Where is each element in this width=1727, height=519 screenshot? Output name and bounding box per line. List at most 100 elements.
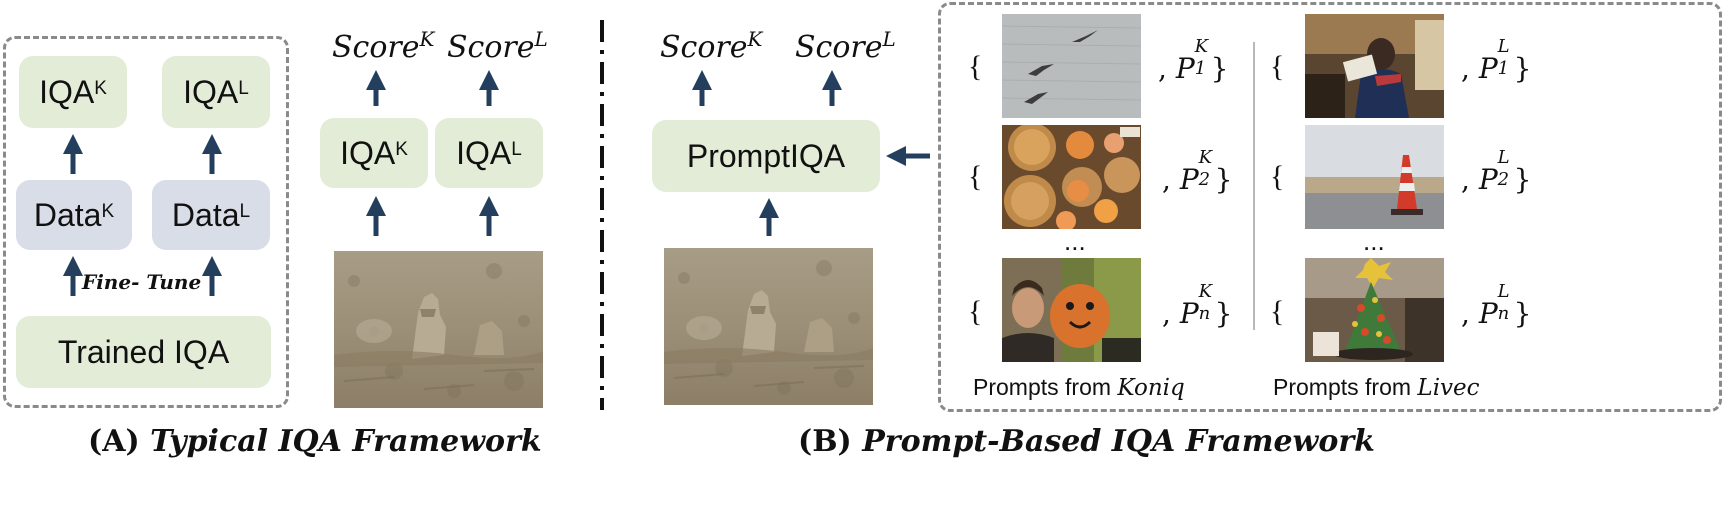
koniq-sub-1: 1 bbox=[1194, 58, 1207, 79]
sand-image-a bbox=[334, 251, 543, 408]
koniq-p-3: P bbox=[1179, 297, 1199, 330]
livec-caption: Prompts from Livec bbox=[1273, 374, 1480, 401]
koniq-close-2: } bbox=[1214, 163, 1233, 196]
koniq-comma-1: , bbox=[1158, 52, 1167, 85]
koniq-close-1: } bbox=[1210, 52, 1229, 85]
iqa-l-sup: L bbox=[238, 78, 249, 99]
livec-p-3: P bbox=[1478, 297, 1498, 330]
panel-separator bbox=[599, 20, 605, 410]
caption-b: (B) Prompt-Based IQA Framework bbox=[798, 424, 1375, 459]
livec-close-1: } bbox=[1513, 52, 1532, 85]
livec-image-tree bbox=[1305, 258, 1444, 362]
iqa-l-label: IQA bbox=[183, 73, 239, 110]
livec-sup-1: L bbox=[1497, 36, 1510, 57]
model-k-sup: K bbox=[395, 139, 408, 160]
koniq-image-toy bbox=[1002, 258, 1141, 362]
caption-b-prefix: (B) bbox=[798, 424, 852, 459]
data-l-sup: L bbox=[239, 201, 251, 222]
koniq-close-3: } bbox=[1214, 297, 1233, 330]
prompt-divider bbox=[1253, 42, 1255, 330]
promptiqa-box: PromptIQA bbox=[652, 120, 880, 192]
livec-image-cone bbox=[1305, 125, 1444, 229]
livec-caption-name: Livec bbox=[1417, 375, 1480, 401]
koniq-image-pumpkins bbox=[1002, 125, 1141, 229]
caption-a: (A) Typical IQA Framework bbox=[88, 424, 542, 459]
score-l-a-base: Score bbox=[447, 30, 535, 65]
koniq-caption-name: Koniq bbox=[1117, 375, 1185, 401]
score-k-b-base: Score bbox=[660, 30, 748, 65]
panel-a-frame bbox=[3, 36, 289, 408]
trained-iqa-box: Trained IQA bbox=[16, 316, 271, 388]
trained-iqa-label: Trained IQA bbox=[57, 333, 230, 370]
caption-b-text: Prompt-Based IQA Framework bbox=[862, 424, 1375, 459]
score-k-b-sup: K bbox=[747, 27, 763, 51]
score-l-b: ScoreL bbox=[795, 27, 896, 65]
livec-sup-2: L bbox=[1497, 147, 1510, 168]
koniq-caption: Prompts from Koniq bbox=[973, 374, 1185, 401]
livec-sup-3: L bbox=[1497, 281, 1510, 302]
promptiqa-label: PromptIQA bbox=[686, 137, 846, 174]
livec-p-2: P bbox=[1478, 163, 1498, 196]
koniq-brace-open-3: { bbox=[968, 295, 983, 328]
livec-brace-open-2: { bbox=[1270, 160, 1285, 193]
koniq-p-2: P bbox=[1179, 163, 1199, 196]
livec-ellipsis: ... bbox=[1363, 226, 1385, 256]
koniq-comma-3: , bbox=[1162, 297, 1171, 330]
koniq-brace-open-1: { bbox=[968, 50, 983, 83]
score-k-b: ScoreK bbox=[660, 27, 762, 65]
livec-close-3: } bbox=[1513, 297, 1532, 330]
livec-p-1: P bbox=[1478, 52, 1498, 85]
koniq-p-1: P bbox=[1175, 52, 1195, 85]
caption-a-text: Typical IQA Framework bbox=[150, 424, 542, 459]
livec-sub-3: n bbox=[1497, 303, 1510, 324]
livec-caption-prefix: Prompts from bbox=[1273, 374, 1418, 400]
livec-sub-2: 2 bbox=[1497, 169, 1510, 190]
caption-a-prefix: (A) bbox=[88, 424, 140, 459]
koniq-sup-2: K bbox=[1198, 147, 1213, 168]
koniq-comma-2: , bbox=[1162, 163, 1171, 196]
livec-comma-2: , bbox=[1461, 163, 1470, 196]
koniq-sup-3: K bbox=[1198, 281, 1213, 302]
koniq-caption-prefix: Prompts from bbox=[973, 374, 1118, 400]
koniq-sub-2: 2 bbox=[1198, 169, 1211, 190]
model-l-sup: L bbox=[511, 139, 522, 160]
score-k-a: ScoreK bbox=[332, 27, 434, 65]
model-k-label: IQA bbox=[340, 134, 396, 171]
livec-close-2: } bbox=[1513, 163, 1532, 196]
data-l-label: Data bbox=[171, 196, 240, 233]
score-l-b-base: Score bbox=[795, 30, 883, 65]
koniq-sub-3: n bbox=[1198, 303, 1211, 324]
data-k-sup: K bbox=[101, 201, 115, 222]
iqa-k-label: IQA bbox=[39, 73, 95, 110]
koniq-brace-open-2: { bbox=[968, 160, 983, 193]
score-k-a-base: Score bbox=[332, 30, 420, 65]
score-l-a: ScoreL bbox=[447, 27, 548, 65]
prompt-frame bbox=[938, 2, 1722, 412]
fine-tune-label: Fine- Tune bbox=[82, 270, 202, 294]
livec-brace-open-3: { bbox=[1270, 295, 1285, 328]
iqa-k-sup: K bbox=[94, 78, 107, 99]
livec-image-reader bbox=[1305, 14, 1444, 118]
livec-comma-3: , bbox=[1461, 297, 1470, 330]
score-l-b-sup: L bbox=[882, 27, 896, 51]
model-l-label: IQA bbox=[456, 134, 512, 171]
koniq-sup-1: K bbox=[1194, 36, 1209, 57]
score-l-a-sup: L bbox=[534, 27, 548, 51]
koniq-image-birds bbox=[1002, 14, 1141, 118]
livec-comma-1: , bbox=[1461, 52, 1470, 85]
livec-sub-1: 1 bbox=[1497, 58, 1510, 79]
score-k-a-sup: K bbox=[419, 27, 435, 51]
